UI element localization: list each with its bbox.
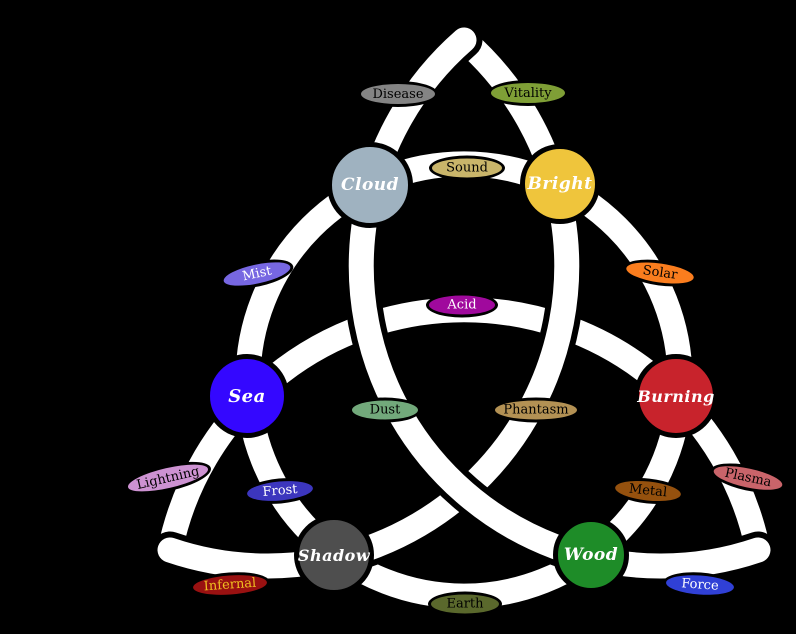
- satellite-node-phantasm: Phantasm: [492, 397, 580, 423]
- element-node-bright: Bright: [520, 144, 600, 224]
- satellite-node-sound: Sound: [429, 155, 505, 181]
- element-node-label: Shadow: [297, 545, 371, 565]
- satellite-node-label: Solar: [641, 263, 679, 283]
- element-node-burning: Burning: [634, 354, 718, 438]
- satellite-node-label: Sound: [446, 160, 488, 176]
- satellite-node-label: Plasma: [723, 465, 773, 491]
- satellite-node-label: Vitality: [504, 85, 552, 101]
- satellite-node-vitality: Vitality: [488, 80, 568, 106]
- element-node-label: Sea: [228, 385, 266, 407]
- element-node-shadow: Shadow: [294, 515, 374, 595]
- satellite-node-label: Disease: [372, 86, 424, 102]
- element-node-label: Cloud: [340, 175, 400, 195]
- satellite-node-label: Mist: [241, 263, 273, 285]
- element-node-label: Wood: [563, 545, 619, 565]
- satellite-node-disease: Disease: [358, 81, 438, 107]
- satellite-node-label: Force: [680, 576, 720, 594]
- satellite-node-dust: Dust: [349, 397, 421, 423]
- element-node-label: Burning: [637, 386, 715, 406]
- satellite-node-label: Dust: [369, 402, 401, 418]
- satellite-node-label: Earth: [446, 596, 484, 612]
- satellite-node-earth: Earth: [428, 591, 502, 617]
- element-node-cloud: Cloud: [327, 142, 413, 228]
- satellite-node-acid: Acid: [426, 292, 498, 318]
- satellite-node-label: Acid: [447, 297, 477, 313]
- satellite-node-label: Frost: [261, 482, 299, 500]
- element-node-sea: Sea: [205, 354, 289, 438]
- element-node-wood: Wood: [553, 517, 629, 593]
- satellite-node-label: Infernal: [203, 575, 257, 595]
- element-node-label: Bright: [527, 174, 593, 194]
- satellite-node-label: Phantasm: [503, 402, 569, 418]
- satellite-node-label: Metal: [628, 481, 668, 501]
